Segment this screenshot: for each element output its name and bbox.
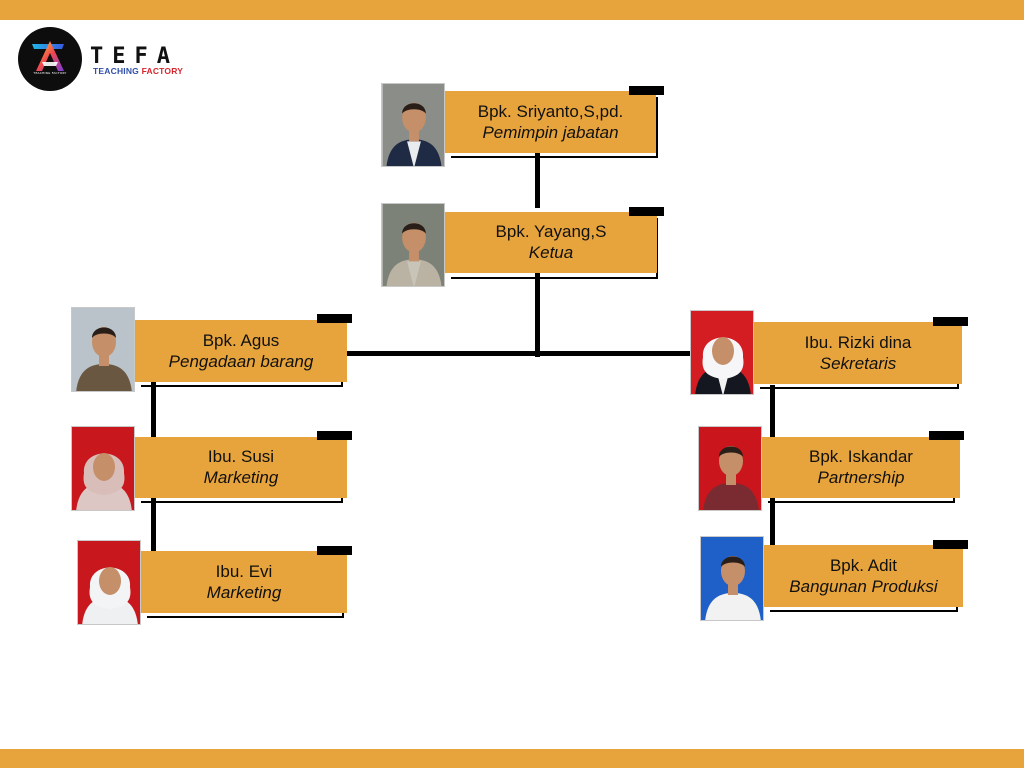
portrait-image [699, 427, 761, 510]
logo-badge: TEACHING FACTORY [18, 27, 82, 91]
member-photo [71, 426, 135, 511]
member-photo [698, 426, 762, 511]
member-role: Pengadaan barang [168, 351, 314, 371]
portrait-image [72, 308, 134, 391]
card-corner-tab [317, 546, 352, 555]
bottom-accent-band [0, 749, 1024, 768]
card-corner-tab [317, 314, 352, 323]
logo-subtitle-factory: FACTORY [141, 66, 184, 76]
member-name: Bpk. Adit [829, 555, 898, 575]
card-corner-tab [629, 86, 664, 95]
card-corner-tab [929, 431, 964, 440]
card-label-box: Bpk. Sriyanto,S,pd.Pemimpin jabatan [445, 91, 656, 153]
card-corner-tab [933, 317, 968, 326]
member-name: Ibu. Rizki dina [804, 332, 912, 352]
member-name: Bpk. Agus [202, 330, 280, 350]
member-photo [700, 536, 764, 621]
portrait-image [382, 204, 444, 286]
member-role: Bangunan Produksi [789, 576, 938, 596]
member-photo [690, 310, 754, 395]
card-corner-tab [629, 207, 664, 216]
member-name: Bpk. Yayang,S [495, 222, 607, 241]
portrait-image [382, 84, 444, 166]
member-role: Partnership [817, 468, 905, 487]
member-role: Marketing [206, 582, 282, 602]
member-photo [77, 540, 141, 625]
member-name: Ibu. Evi [215, 561, 273, 581]
member-photo [71, 307, 135, 392]
top-accent-band [0, 0, 1024, 20]
member-role: Ketua [528, 243, 574, 262]
member-name: Bpk. Sriyanto,S,pd. [477, 101, 624, 121]
member-photo [381, 203, 445, 287]
member-name: Ibu. Susi [207, 447, 275, 466]
member-role: Marketing [203, 468, 279, 487]
portrait-image [72, 427, 134, 510]
card-outline [451, 218, 658, 279]
connector-ketua-to-branch [535, 272, 540, 357]
logo-subtitle-teaching: TEACHING [93, 66, 139, 76]
connector-horizontal-branch [346, 351, 696, 356]
member-role: Pemimpin jabatan [482, 122, 619, 142]
logo-badge-text: TEACHING FACTORY [33, 71, 67, 75]
card-outline [451, 97, 658, 158]
tefa-emblem-icon [32, 41, 64, 71]
logo-wordmark: TEFA [90, 44, 179, 69]
card-label-box: Bpk. Yayang,S Ketua [445, 212, 657, 273]
portrait-image [691, 311, 753, 394]
card-corner-tab [317, 431, 352, 440]
member-role: Sekretaris [819, 353, 897, 373]
card-corner-tab [933, 540, 968, 549]
connector-top-to-ketua [535, 152, 540, 208]
logo-subtitle: TEACHING FACTORY [93, 66, 183, 76]
portrait-image [701, 537, 763, 620]
member-name: Bpk. Iskandar [809, 447, 913, 466]
portrait-image [78, 541, 140, 624]
member-photo [381, 83, 445, 167]
